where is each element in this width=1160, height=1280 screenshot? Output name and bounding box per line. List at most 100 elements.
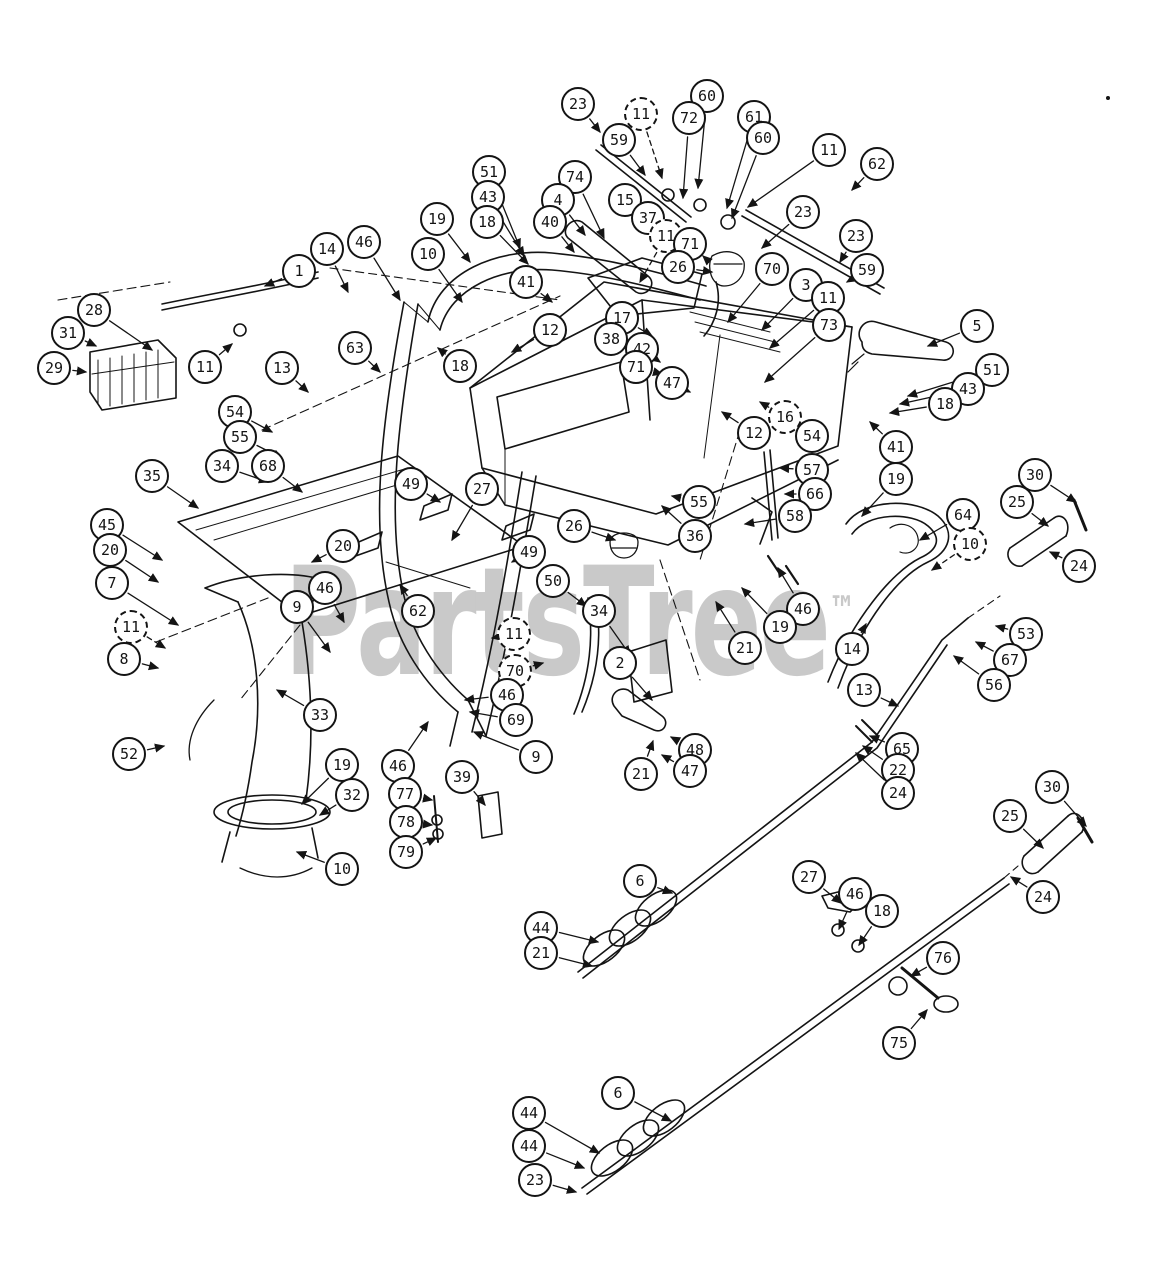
part-callout-34: 34 [582, 594, 616, 628]
part-callout-25: 25 [993, 799, 1027, 833]
part-callout-19: 19 [763, 610, 797, 644]
part-callout-49: 49 [394, 467, 428, 501]
part-callout-36: 36 [678, 519, 712, 553]
part-callout-34: 34 [205, 449, 239, 483]
part-callout-26: 26 [661, 250, 695, 284]
part-callout-24: 24 [1062, 549, 1096, 583]
part-callout-23: 23 [786, 195, 820, 229]
part-callout-77: 77 [388, 777, 422, 811]
part-callout-30: 30 [1035, 770, 1069, 804]
part-callout-6: 6 [623, 864, 657, 898]
part-callout-46: 46 [308, 571, 342, 605]
part-callout-18: 18 [443, 349, 477, 383]
part-callout-15: 15 [608, 183, 642, 217]
part-callout-20: 20 [326, 529, 360, 563]
headlight [89, 339, 177, 411]
part-callout-76: 76 [926, 941, 960, 975]
part-callout-75: 75 [882, 1026, 916, 1060]
control-rod-upper [577, 498, 1088, 979]
part-callout-14: 14 [310, 232, 344, 266]
part-callout-24: 24 [1026, 880, 1060, 914]
part-callout-59: 59 [602, 123, 636, 157]
part-callout-62: 62 [860, 147, 894, 181]
part-callout-7: 7 [95, 566, 129, 600]
part-callout-72: 72 [672, 101, 706, 135]
part-callout-71: 71 [619, 350, 653, 384]
part-callout-69: 69 [499, 703, 533, 737]
part-callout-70: 70 [755, 252, 789, 286]
part-callout-11: 11 [114, 610, 148, 644]
part-callout-60: 60 [746, 121, 780, 155]
part-callout-63: 63 [338, 331, 372, 365]
part-callout-23: 23 [839, 219, 873, 253]
part-callout-11: 11 [188, 350, 222, 384]
part-callout-18: 18 [865, 894, 899, 928]
part-callout-12: 12 [737, 416, 771, 450]
part-callout-11: 11 [812, 133, 846, 167]
part-callout-68: 68 [251, 449, 285, 483]
grip-levers [349, 493, 535, 559]
control-rod-lower [581, 812, 1094, 1195]
center-linkage [431, 449, 800, 843]
part-callout-46: 46 [347, 225, 381, 259]
part-callout-56: 56 [977, 668, 1011, 702]
watermark-tm: ™ [828, 588, 856, 632]
part-callout-10: 10 [325, 852, 359, 886]
part-callout-10: 10 [411, 237, 445, 271]
part-callout-29: 29 [37, 351, 71, 385]
part-callout-9: 9 [519, 740, 553, 774]
part-callout-62: 62 [401, 594, 435, 628]
callout-leader-lines [72, 114, 1087, 1194]
part-callout-35: 35 [135, 459, 169, 493]
part-callout-1: 1 [282, 254, 316, 288]
part-callout-65: 65 [885, 732, 919, 766]
part-callout-13: 13 [847, 673, 881, 707]
part-callout-13: 13 [265, 351, 299, 385]
cable-upper-left [161, 267, 561, 337]
part-callout-20: 20 [93, 533, 127, 567]
part-callout-55: 55 [223, 420, 257, 454]
part-callout-41: 41 [509, 265, 543, 299]
part-callout-74: 74 [558, 160, 592, 194]
part-callout-54: 54 [795, 419, 829, 453]
part-callout-19: 19 [420, 202, 454, 236]
part-callout-55: 55 [682, 485, 716, 519]
muffler [847, 320, 954, 373]
part-callout-44: 44 [512, 1129, 546, 1163]
part-callout-11: 11 [497, 617, 531, 651]
part-callout-11: 11 [624, 97, 658, 131]
part-callout-9: 9 [280, 590, 314, 624]
part-callout-58: 58 [778, 499, 812, 533]
part-callout-33: 33 [303, 698, 337, 732]
stray-dot [1106, 96, 1110, 100]
part-callout-14: 14 [835, 632, 869, 666]
part-callout-31: 31 [51, 316, 85, 350]
part-callout-21: 21 [624, 757, 658, 791]
part-callout-19: 19 [325, 748, 359, 782]
part-callout-6: 6 [601, 1076, 635, 1110]
part-callout-47: 47 [673, 754, 707, 788]
part-callout-49: 49 [512, 535, 546, 569]
part-callout-38: 38 [594, 322, 628, 356]
right-lower-handle [827, 502, 950, 689]
part-callout-41: 41 [879, 430, 913, 464]
part-callout-8: 8 [107, 642, 141, 676]
part-callout-73: 73 [812, 308, 846, 342]
part-callout-59: 59 [850, 253, 884, 287]
part-callout-46: 46 [786, 592, 820, 626]
part-callout-40: 40 [533, 205, 567, 239]
part-callout-21: 21 [728, 631, 762, 665]
part-callout-53: 53 [1009, 617, 1043, 651]
part-callout-19: 19 [879, 462, 913, 496]
part-callout-23: 23 [518, 1163, 552, 1197]
part-callout-44: 44 [512, 1096, 546, 1130]
part-callout-26: 26 [557, 509, 591, 543]
part-callout-39: 39 [445, 760, 479, 794]
part-callout-78: 78 [389, 805, 423, 839]
part-callout-12: 12 [533, 313, 567, 347]
part-callout-21: 21 [524, 936, 558, 970]
part-callout-28: 28 [77, 293, 111, 327]
part-callout-18: 18 [470, 205, 504, 239]
part-callout-18: 18 [928, 387, 962, 421]
